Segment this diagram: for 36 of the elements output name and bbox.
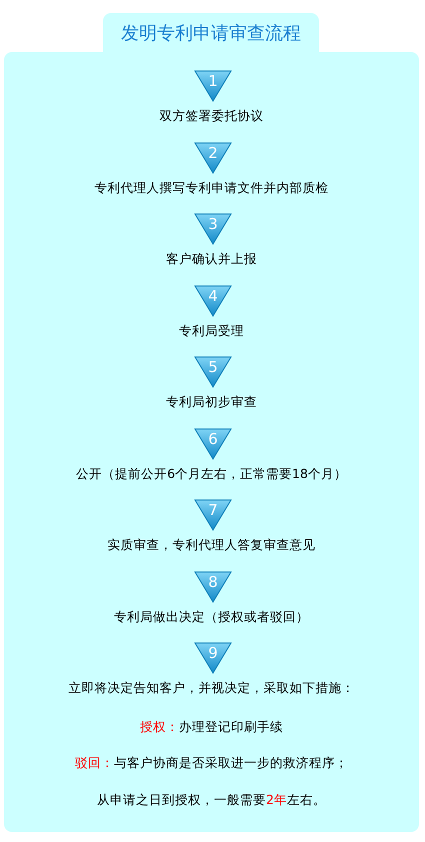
step-text: 专利局受理 (179, 322, 244, 340)
step-number: 8 (207, 572, 219, 590)
step-triangle (194, 142, 232, 174)
step-triangle (194, 284, 232, 316)
note-text: 从申请之日到授权，一般需要 (97, 792, 266, 809)
step-number: 7 (207, 501, 219, 519)
step-text: 专利局初步审查 (166, 394, 257, 411)
step-text: 实质审查，专利代理人答复审查意见 (108, 537, 316, 554)
step-number: 6 (207, 430, 219, 448)
step-number: 5 (207, 358, 219, 376)
step-text: 立即将决定告知客户，并视决定，采取如下措施： (68, 680, 354, 697)
step-number: 9 (207, 644, 219, 662)
step-number: 1 (207, 72, 219, 90)
highlight-text: 驳回： (75, 755, 114, 772)
title-tab: 发明专利申请审查流程 (103, 13, 319, 53)
step-triangle (194, 499, 232, 531)
highlight-text: 2年 (266, 792, 287, 809)
step-triangle (194, 213, 232, 245)
step-triangle (194, 70, 232, 102)
panel-background (4, 52, 419, 832)
note-text: 左右。 (286, 792, 326, 809)
step-text: 客户确认并上报 (166, 251, 257, 268)
step-triangle (194, 642, 232, 674)
step-number: 3 (207, 215, 219, 233)
step-triangle (194, 428, 232, 460)
step-triangle (194, 570, 232, 602)
step-triangle (194, 356, 232, 388)
step-number: 2 (207, 144, 219, 162)
step-text: 专利局做出决定（授权或者驳回） (114, 608, 309, 626)
highlight-text: 授权： (140, 719, 179, 736)
step-text: 双方签署委托协议 (160, 108, 264, 125)
step-number: 4 (207, 286, 219, 304)
note-text: 办理登记印刷手续 (179, 719, 283, 736)
note-text: 与客户协商是否采取进一步的救济程序； (114, 755, 348, 772)
step-text: 专利代理人撰写专利申请文件并内部质检 (94, 180, 328, 196)
step-text: 公开（提前公开6个月左右，正常需要18个月） (76, 466, 347, 482)
